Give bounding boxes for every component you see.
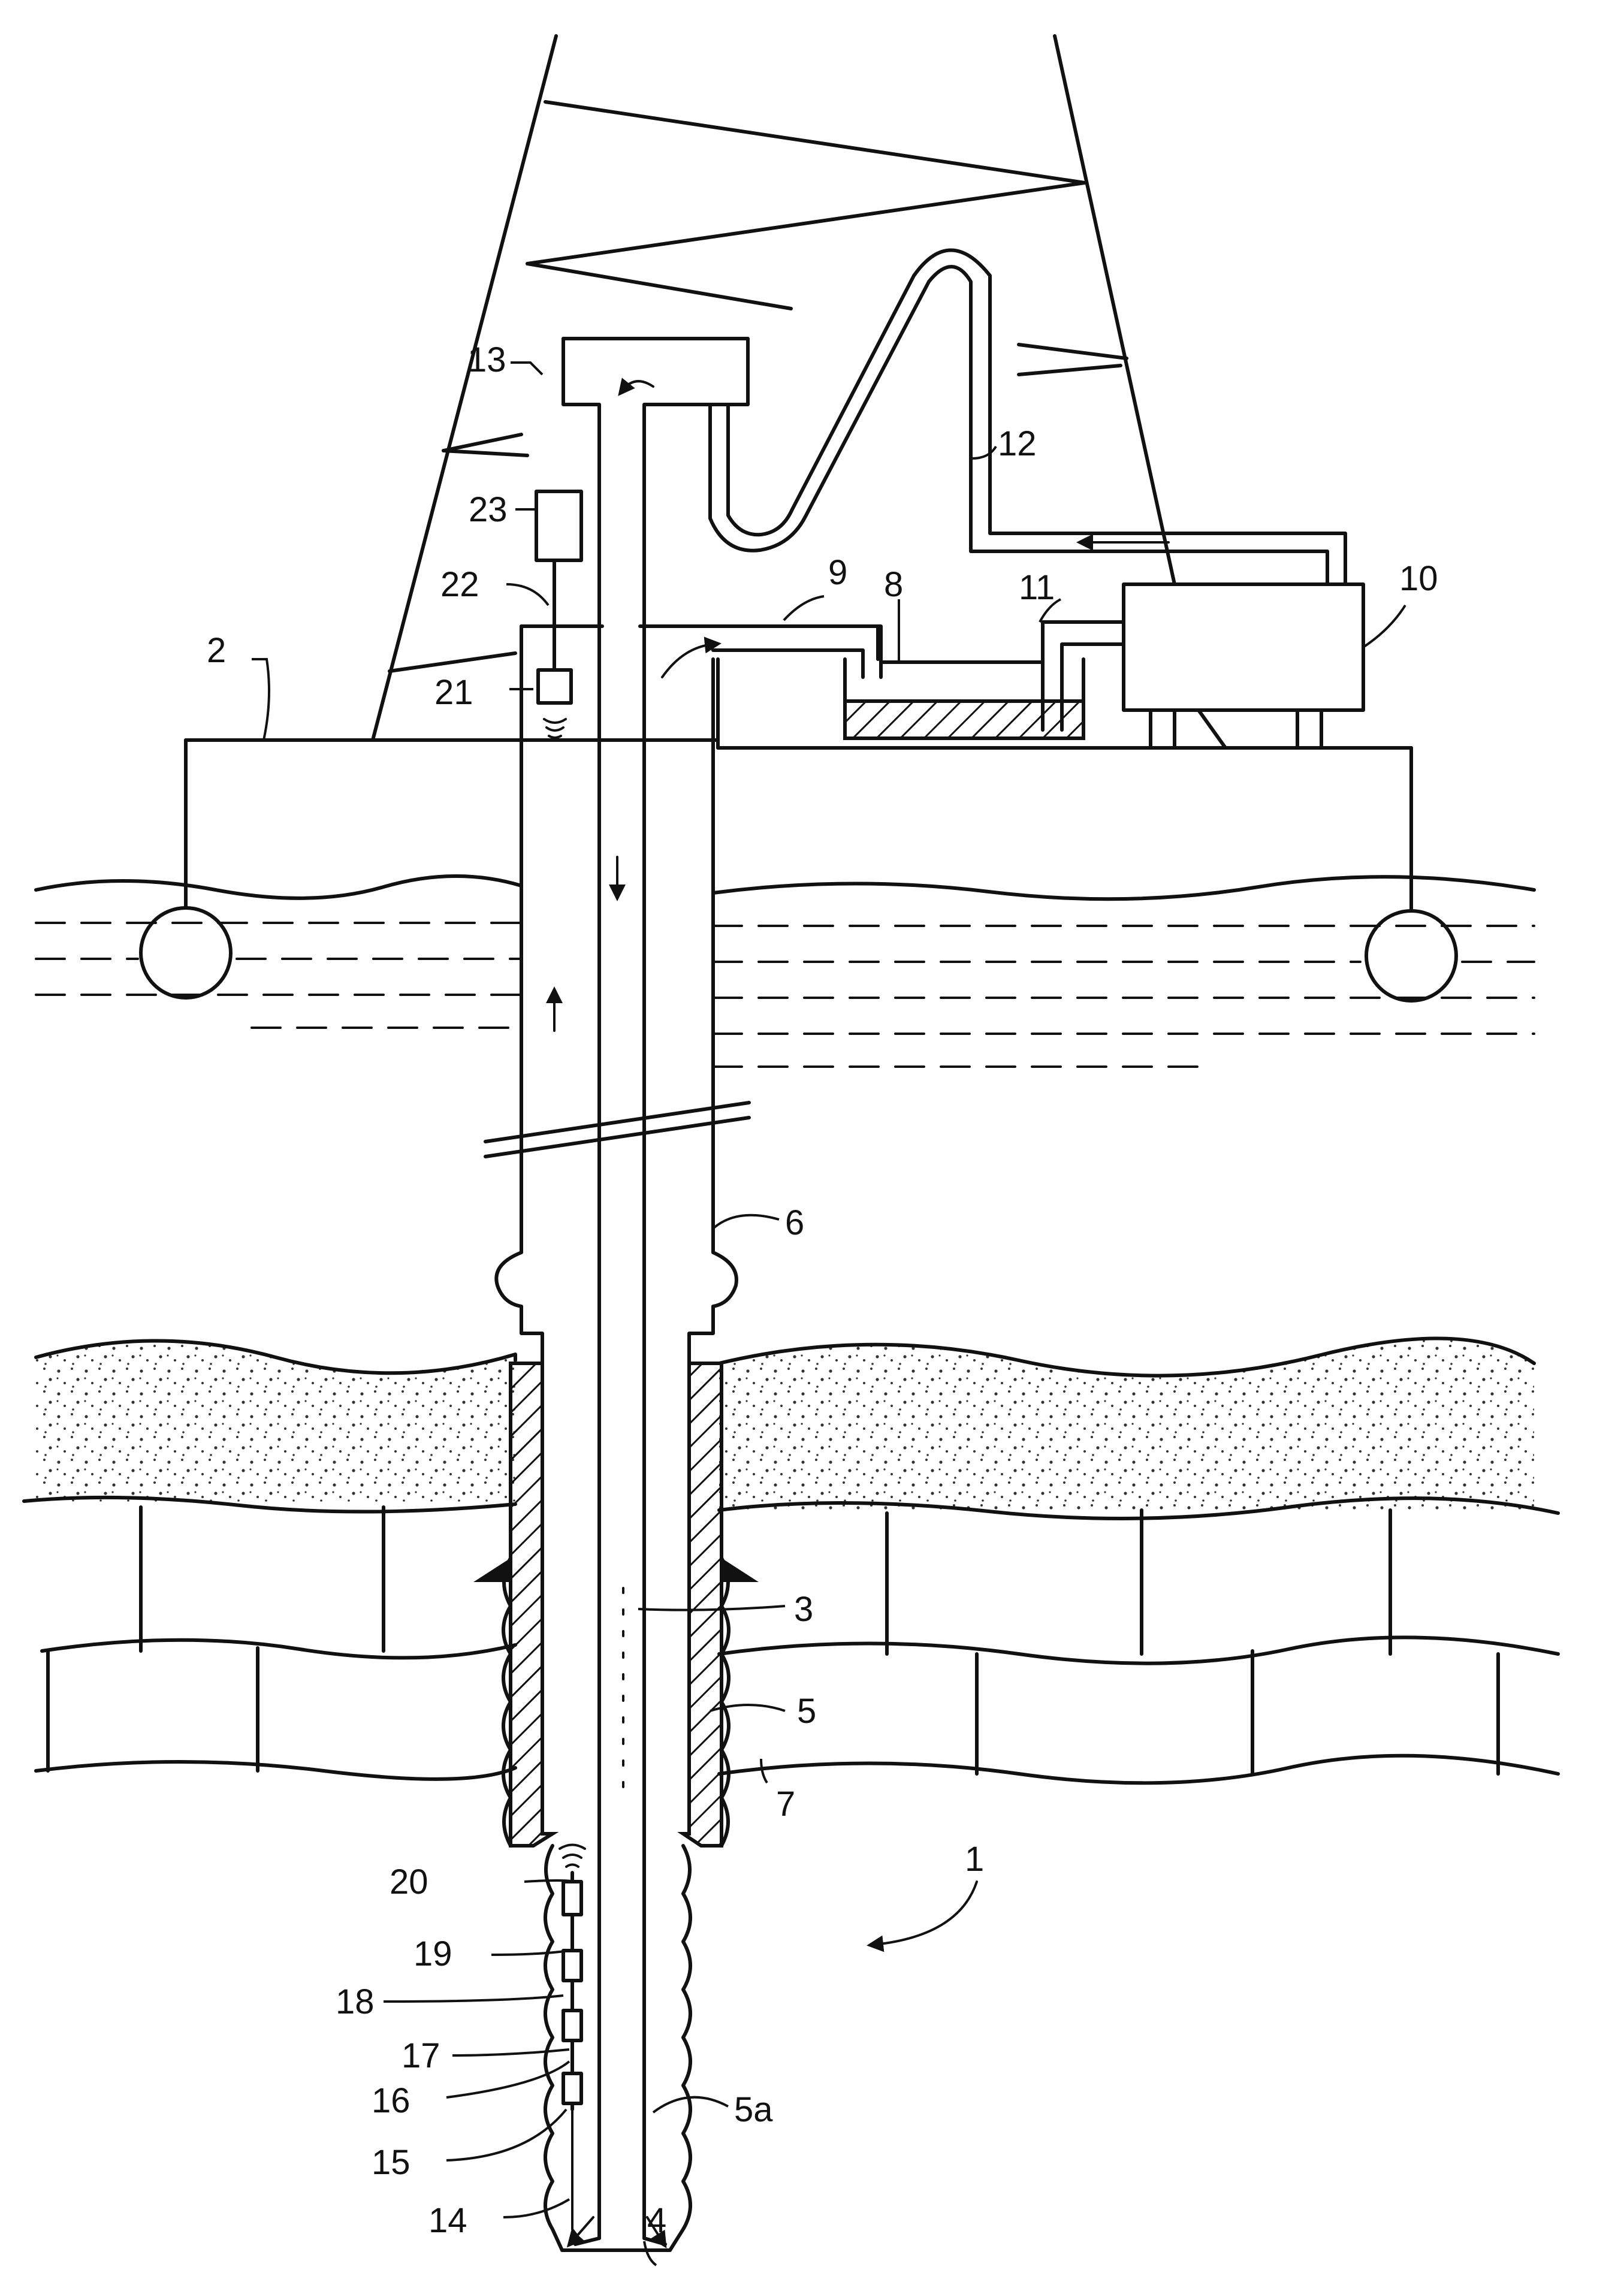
casing-cement — [473, 1363, 759, 1846]
label-22: 22 — [440, 565, 479, 604]
label-16: 16 — [372, 2081, 410, 2120]
label-3: 3 — [794, 1590, 813, 1629]
label-4: 4 — [647, 2201, 666, 2240]
label-10: 10 — [1399, 559, 1438, 598]
label-5a: 5a — [734, 2090, 773, 2129]
label-23: 23 — [469, 490, 508, 529]
float-buoy-left — [141, 908, 231, 998]
label-20: 20 — [390, 1863, 428, 1901]
hose-12 — [710, 250, 1345, 585]
label-12: 12 — [998, 424, 1037, 463]
label-15: 15 — [372, 2143, 410, 2182]
label-18: 18 — [336, 1982, 375, 2021]
label-7: 7 — [776, 1785, 795, 1824]
riser-conductor — [485, 626, 749, 1363]
derrick — [373, 36, 1175, 740]
label-1: 1 — [965, 1840, 984, 1879]
label-2: 2 — [207, 631, 226, 670]
label-14: 14 — [428, 2201, 467, 2240]
processor-23 — [536, 491, 581, 560]
label-5: 5 — [797, 1692, 816, 1731]
label-17: 17 — [402, 2036, 440, 2075]
label-6: 6 — [785, 1203, 804, 1242]
label-19: 19 — [413, 1934, 452, 1973]
float-buoy-right — [1366, 911, 1456, 1001]
downhole-tool — [560, 1845, 585, 2242]
sea-surface — [36, 876, 1534, 1067]
label-11: 11 — [1019, 568, 1055, 607]
label-9: 9 — [828, 553, 847, 592]
rock-strata — [24, 1498, 1558, 1783]
label-13: 13 — [467, 340, 506, 379]
surface-sensor-21 — [538, 670, 571, 738]
label-8: 8 — [884, 565, 903, 604]
sediment-layer — [36, 1338, 1534, 1510]
label-21: 21 — [434, 673, 473, 712]
pump-10 — [1124, 584, 1363, 748]
